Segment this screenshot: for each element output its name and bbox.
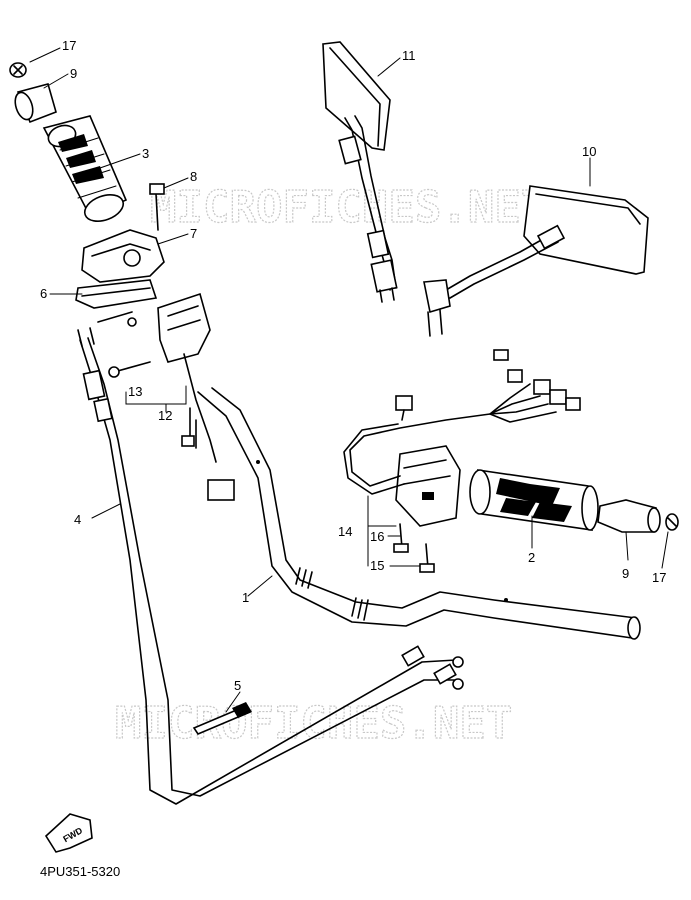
callout-3: 3	[142, 146, 149, 161]
callout-12: 12	[158, 408, 172, 423]
callout-9-left: 9	[70, 66, 77, 81]
watermark-bottom: MICROFICHES.NET	[115, 698, 512, 749]
callout-10: 10	[582, 144, 596, 159]
fwd-arrow: FWD	[44, 813, 93, 853]
callout-6: 6	[40, 286, 47, 301]
part-10-right-mirror	[423, 185, 649, 337]
callout-17-left: 17	[62, 38, 76, 53]
part-8-screw	[149, 183, 165, 231]
part-11-left-mirror	[322, 41, 398, 303]
part-2-right-grip	[469, 469, 599, 531]
callout-labels: 17 9 3 8 7 6 11 10 13 12 4 1 5 14 16 15 …	[40, 38, 666, 693]
watermark-top: MICROFICHES.NET	[150, 182, 547, 233]
part-17-left-end-cap-screw	[9, 62, 27, 78]
part-17-right-end-cap-screw	[665, 513, 679, 531]
part-4-throttle-cable	[77, 327, 464, 805]
part-9-left-bar-end-weight	[14, 83, 57, 124]
part-12-left-handlebar-switch	[157, 292, 235, 501]
callout-16: 16	[370, 529, 384, 544]
callout-14: 14	[338, 524, 352, 539]
part-13-screws	[97, 311, 151, 378]
part-3-left-grip	[42, 115, 128, 222]
part-15-16-screws	[393, 523, 435, 573]
part-1-handlebar	[197, 387, 641, 640]
callout-2: 2	[528, 550, 535, 565]
callout-4: 4	[74, 512, 81, 527]
callout-8: 8	[190, 169, 197, 184]
part-6-throttle-housing-lower	[75, 279, 158, 309]
callout-7: 7	[190, 226, 197, 241]
callout-13: 13	[128, 384, 142, 399]
part-9-right-bar-end-weight	[597, 499, 661, 533]
callout-5: 5	[234, 678, 241, 693]
callout-17-right: 17	[652, 570, 666, 585]
part-14-right-handlebar-switch	[343, 349, 581, 527]
leader-lines	[29, 47, 669, 713]
part-5-cable-band	[192, 702, 252, 735]
callout-15: 15	[370, 558, 384, 573]
part-7-throttle-cable-holder	[81, 229, 165, 283]
diagram-part-code: 4PU351-5320	[40, 864, 121, 879]
callout-9-right: 9	[622, 566, 629, 581]
callout-11: 11	[402, 48, 416, 63]
callout-1: 1	[242, 590, 249, 605]
